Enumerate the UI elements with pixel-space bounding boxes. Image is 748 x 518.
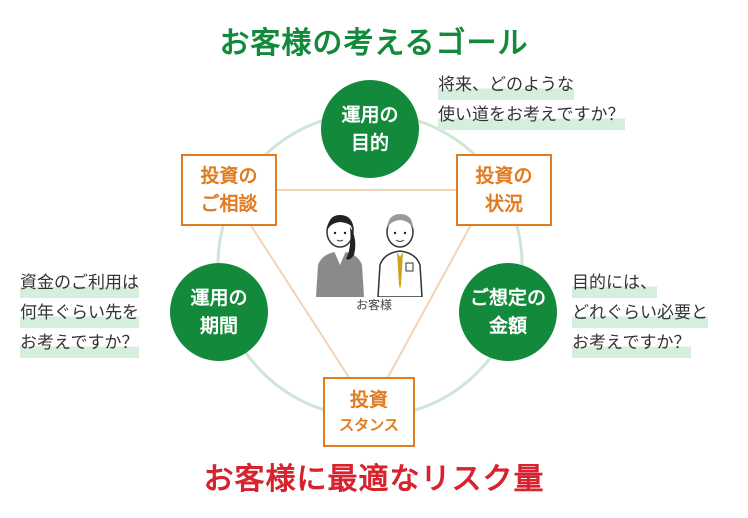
status-line2: 状況 [484,193,523,215]
purpose-note: 将来、どのような 使い道をお考えですか？ [438,70,625,130]
triangle-edge-right [369,189,491,411]
goal-title: お客様の考えるゴール [219,26,529,61]
period-note: 資金のご利用は 何年ぐらい先を お考えですか？ [20,268,139,358]
amount-line2: 金額 [488,315,527,337]
customer-illustration [316,214,423,297]
woman-figure [316,215,364,297]
purpose-circle: 運用の 目的 [321,80,419,178]
status-box: 投資の 状況 [456,154,552,226]
status-line1: 投資の [475,165,533,187]
period-note-line3: お考えですか？ [20,328,139,358]
purpose-note-line1: 将来、どのような [438,70,574,100]
stance-line1: 投資 [349,389,388,411]
stance-box: 投資 スタンス [323,377,415,447]
amount-circle: ご想定の 金額 [459,263,557,361]
consult-box: 投資の ご相談 [181,154,277,226]
period-line2: 期間 [199,315,238,337]
triangle-edge-left [227,189,371,411]
amount-line1: ご想定の [469,287,546,309]
purpose-line2: 目的 [350,132,389,154]
man-figure [377,214,423,297]
amount-note-line1: 目的には、 [572,268,657,298]
purpose-line1: 運用の [341,104,399,126]
consult-line2: ご相談 [200,193,258,215]
amount-note: 目的には、 どれぐらい必要と お考えですか？ [572,268,708,358]
risk-title: お客様に最適なリスク量 [203,462,545,497]
amount-note-line3: お考えですか？ [572,328,691,358]
purpose-note-line2: 使い道をお考えですか？ [438,100,625,130]
amount-note-line2: どれぐらい必要と [572,298,708,328]
period-line1: 運用の [190,287,248,309]
period-circle: 運用の 期間 [170,263,268,361]
period-note-line2: 何年ぐらい先を [20,298,139,328]
consult-line1: 投資の [200,165,258,187]
period-note-line1: 資金のご利用は [20,268,139,298]
customer-label: お客様 [355,298,392,312]
stance-line2: スタンス [339,416,399,434]
